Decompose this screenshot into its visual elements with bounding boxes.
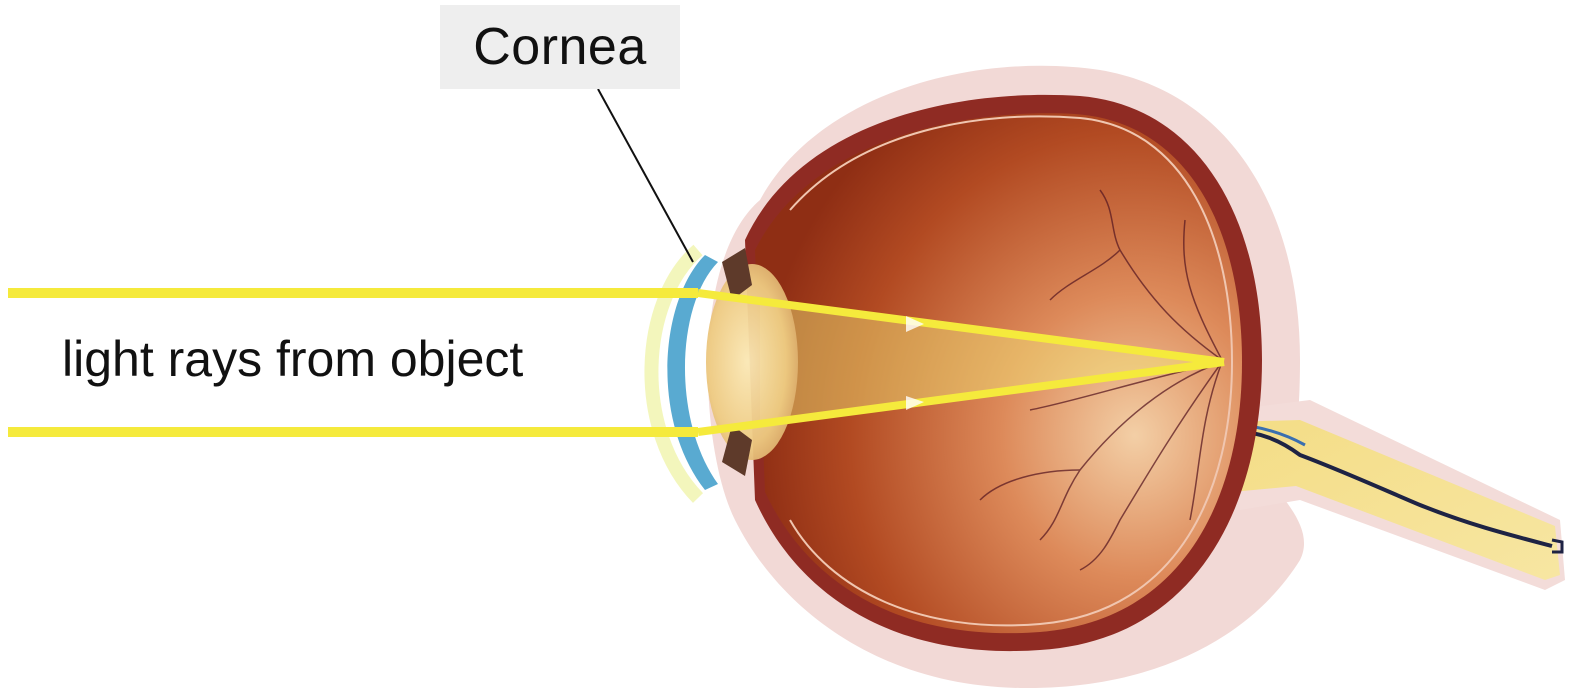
light-rays-label: light rays from object	[62, 330, 523, 388]
light-ray-bottom	[8, 427, 698, 437]
cornea-label: Cornea	[473, 17, 647, 77]
cornea-label-box: Cornea	[440, 5, 680, 89]
cornea-leader-line	[598, 89, 693, 262]
light-ray-top	[8, 288, 698, 298]
